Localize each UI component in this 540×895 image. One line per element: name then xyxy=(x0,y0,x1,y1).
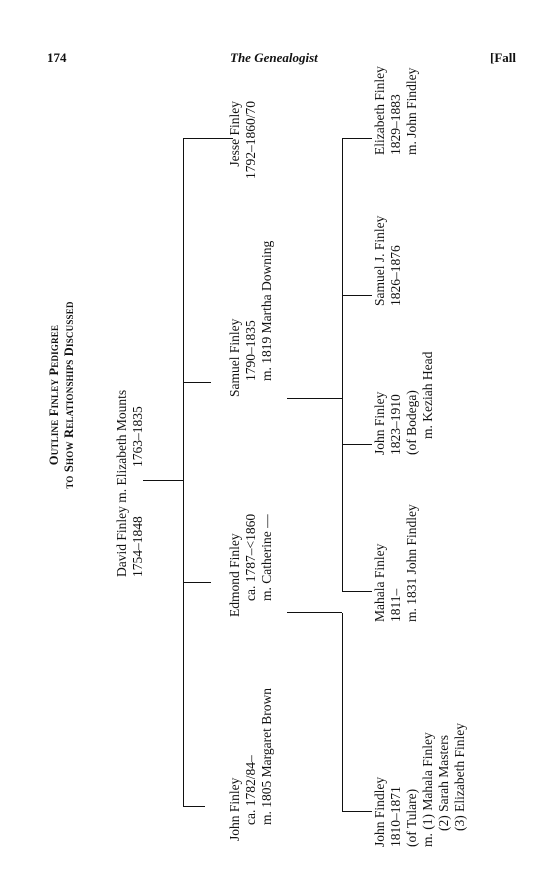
page-number: 174 xyxy=(47,50,67,65)
dates: 1792–1860/70 xyxy=(243,100,258,179)
person-john-finley: John Finley ca. 1782/84– m. 1805 Margare… xyxy=(227,688,275,841)
residence: (of Tulare) xyxy=(404,788,419,847)
person-john-finley-bodega: John Finley 1823–1910 (of Bodega) m. Kez… xyxy=(372,352,436,455)
samuel-children-bar xyxy=(342,139,344,592)
name: Jesse Finley xyxy=(227,100,242,167)
root-couple: David Finley m. Elizabeth Mounts 1754–18… xyxy=(114,390,146,577)
issue-season: [Fall xyxy=(490,50,516,65)
jesse-drop-line xyxy=(183,137,233,139)
person-mahala-finley: Mahala Finley 1811– m. 1831 John Findley xyxy=(372,504,420,622)
person-samuel-finley: Samuel Finley 1790–1835 m. 1819 Martha D… xyxy=(227,241,275,397)
edmond-child-line xyxy=(287,611,342,613)
samuel-child-line xyxy=(287,397,342,399)
marriage: m. Keziah Head xyxy=(420,351,435,439)
name: Edmond Finley xyxy=(227,533,242,617)
chart-title-line2: to Show Relationships Discussed xyxy=(62,301,76,489)
person-jesse-finley: Jesse Finley 1792–1860/70 xyxy=(227,101,259,179)
person-samuel-j-finley: Samuel J. Finley 1826–1876 xyxy=(372,216,404,306)
root-names: David Finley m. Elizabeth Mounts xyxy=(114,389,129,577)
elizabeth-drop-line xyxy=(342,137,372,139)
dates: ca. 1787–<1860 xyxy=(243,513,258,601)
root-drop-line xyxy=(143,479,183,481)
edmond-child-bar xyxy=(342,613,344,812)
samuel-drop-line xyxy=(183,381,211,383)
dates: 1829–1883 xyxy=(388,94,403,155)
marriage: m. 1819 Martha Downing xyxy=(259,240,274,381)
dates: 1823–1910 xyxy=(388,394,403,455)
name: Elizabeth Finley xyxy=(372,66,387,155)
person-john-findley: John Findley 1810–1871 (of Tulare) m. (1… xyxy=(372,723,468,847)
name: Samuel J. Finley xyxy=(372,215,387,306)
marriage: m. John Findley xyxy=(404,67,419,155)
marriage-1: m. (1) Mahala Finley xyxy=(420,732,435,847)
dates: 1810–1871 xyxy=(388,786,403,847)
john-findley-drop-line xyxy=(342,810,372,812)
marriage: m. Catherine — xyxy=(259,514,274,601)
chart-title: Outline Finley Pedigree to Show Relation… xyxy=(47,255,77,535)
edmond-drop-line xyxy=(183,581,211,583)
name: John Finley xyxy=(372,391,387,455)
root-dates: 1754–1848 1763–1835 xyxy=(130,390,146,577)
root-husband-dates: 1754–1848 xyxy=(130,516,145,577)
chart-title-line1: Outline Finley Pedigree xyxy=(47,324,61,466)
root-wife-dates: 1763–1835 xyxy=(130,406,145,467)
dates: 1811– xyxy=(388,588,403,622)
john-bodega-drop-line xyxy=(342,443,372,445)
name: John Findley xyxy=(372,776,387,847)
residence: (of Bodega) xyxy=(404,390,419,455)
samuel-j-drop-line xyxy=(342,294,372,296)
marriage: m. 1805 Margaret Brown xyxy=(259,688,274,825)
person-edmond-finley: Edmond Finley ca. 1787–<1860 m. Catherin… xyxy=(227,514,275,617)
name: Samuel Finley xyxy=(227,318,242,397)
dates: 1790–1835 xyxy=(243,320,258,381)
marriage-2: (2) Sarah Masters xyxy=(436,735,451,831)
person-elizabeth-finley: Elizabeth Finley 1829–1883 m. John Findl… xyxy=(372,66,420,155)
dates: 1826–1876 xyxy=(388,245,403,306)
running-head: The Genealogist xyxy=(230,50,318,65)
name: Mahala Finley xyxy=(372,543,387,622)
name: John Finley xyxy=(227,777,242,841)
mahala-drop-line xyxy=(342,590,372,592)
marriage-3: (3) Elizabeth Finley xyxy=(452,723,467,831)
dates: ca. 1782/84– xyxy=(243,755,258,825)
generation2-bar xyxy=(183,139,185,807)
john-drop-line xyxy=(183,805,205,807)
marriage: m. 1831 John Findley xyxy=(404,504,419,622)
